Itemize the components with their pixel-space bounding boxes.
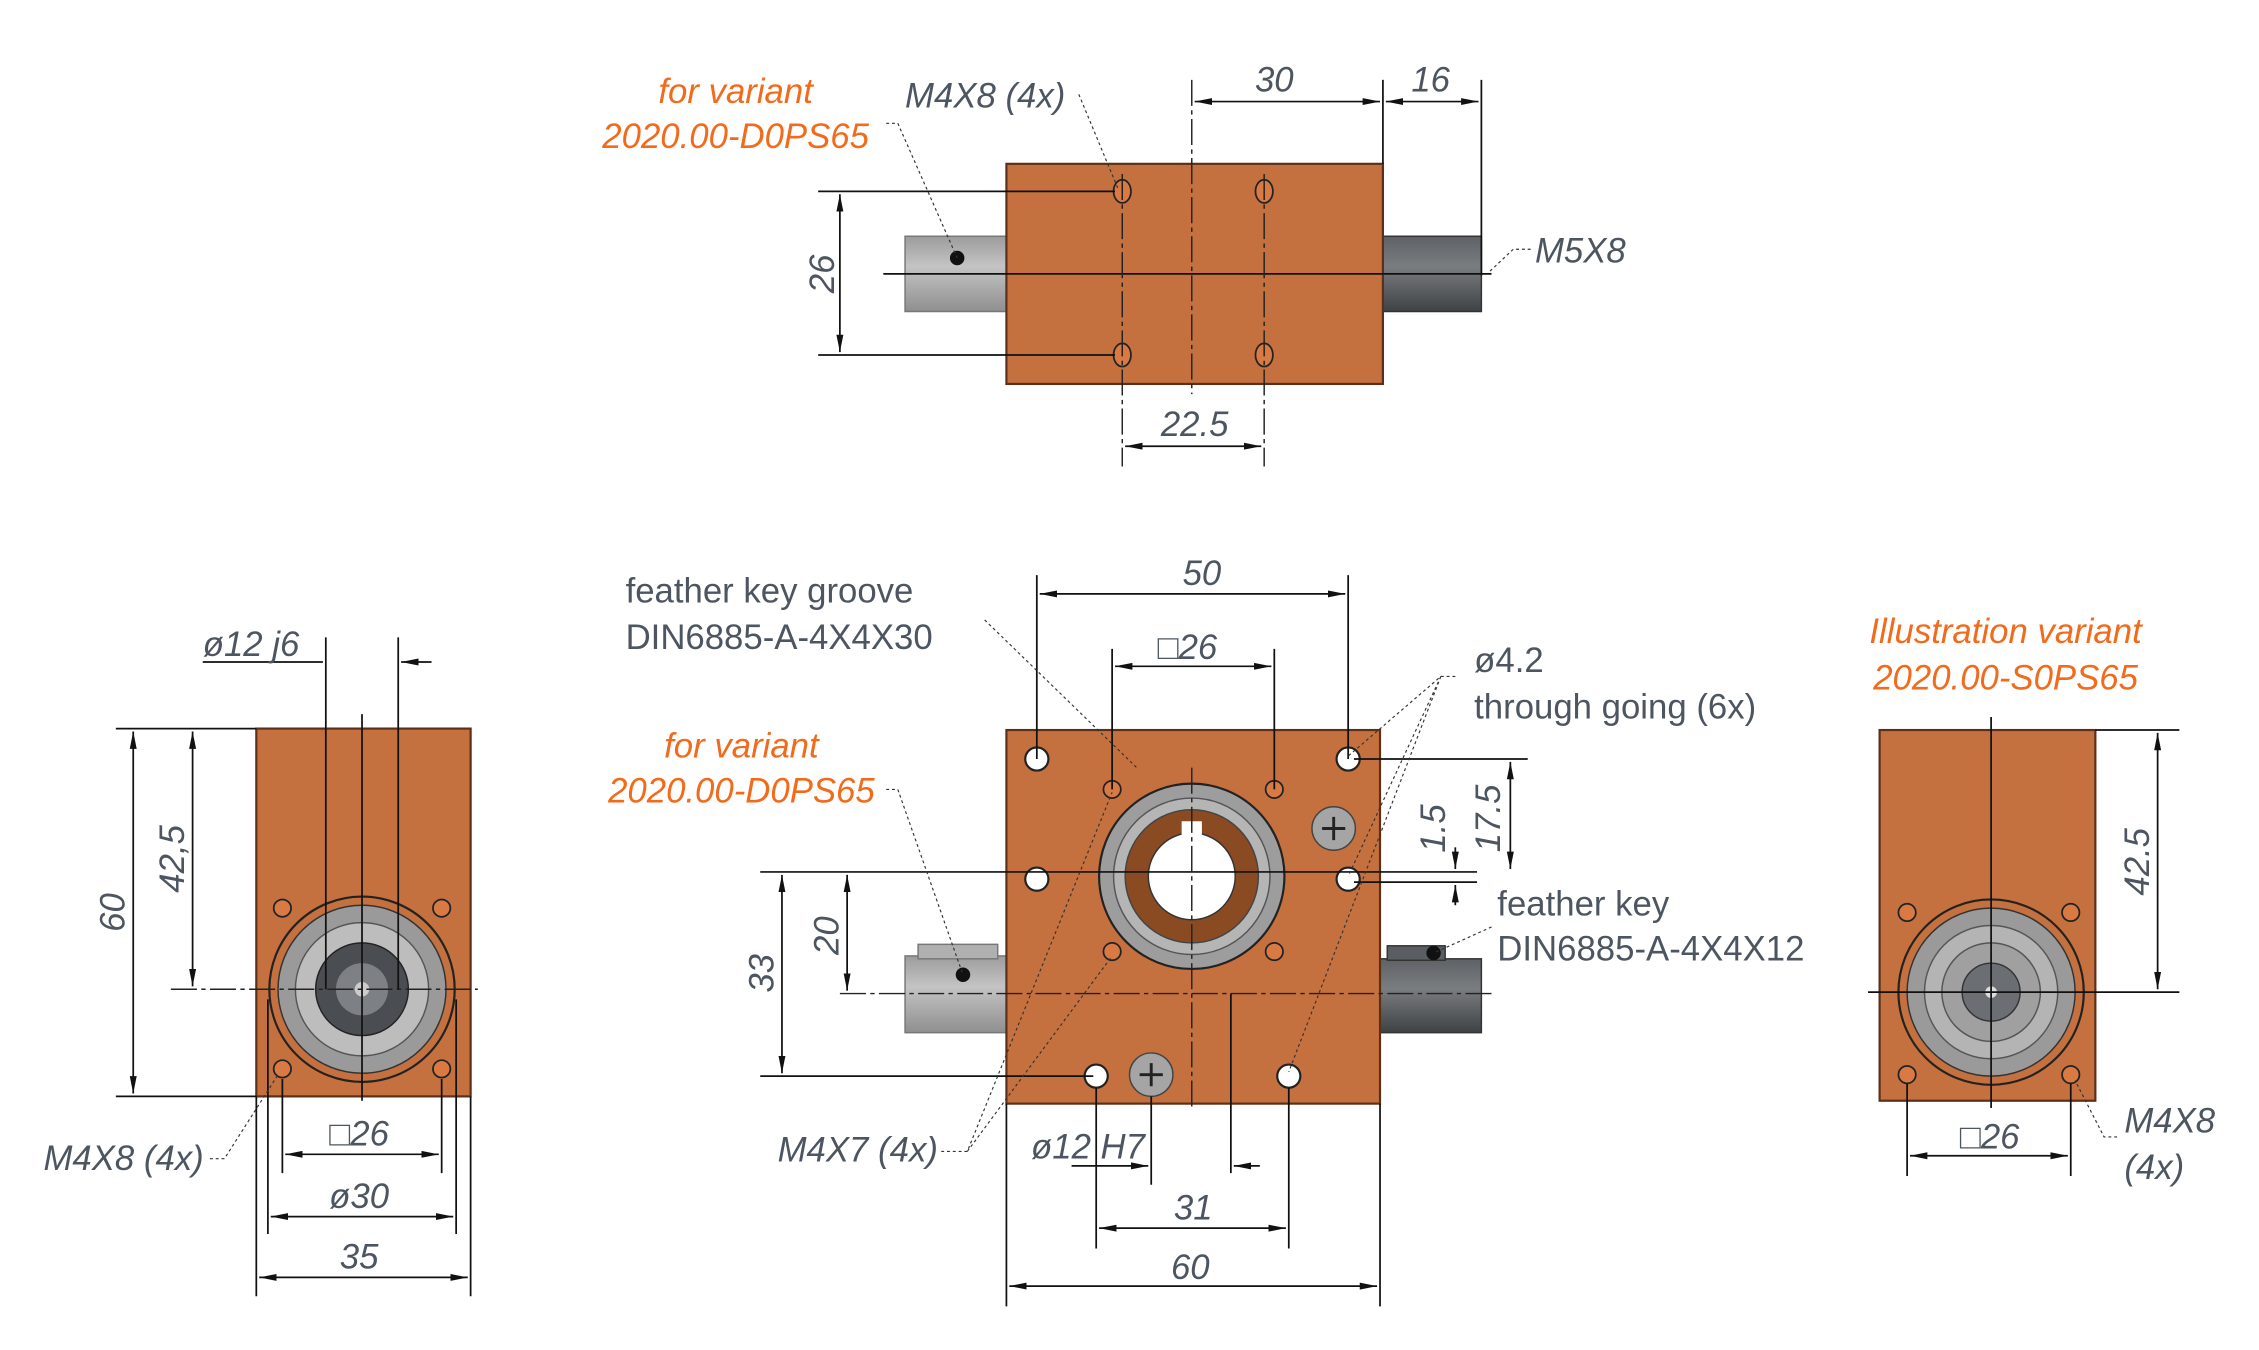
bore-fit-label: ø12 H7 <box>1031 1129 1147 1167</box>
dim-square-26: □26 <box>329 1116 389 1154</box>
variant-label: for variant <box>658 73 814 111</box>
dim-square-26: □26 <box>1960 1119 2020 1157</box>
hole-dia-label: ø4.2 <box>1474 642 1544 680</box>
dim-42-5: 42.5 <box>2119 827 2157 895</box>
key-spec: DIN6885-A-4X4X12 <box>1497 930 1804 968</box>
thread-label: M4X8 <box>2124 1103 2215 1141</box>
mounting-holes <box>272 898 452 1079</box>
output-shaft <box>1376 958 1483 1034</box>
dim-35: 35 <box>340 1239 379 1277</box>
dim-42-5: 42,5 <box>154 824 192 892</box>
dim-22-5: 22.5 <box>1160 406 1229 444</box>
dim-20: 20 <box>808 916 846 956</box>
variant-code: 2020.00-D0PS65 <box>607 772 875 810</box>
thread-label: M4X8 (4x) <box>43 1140 203 1178</box>
screw-icon <box>1128 806 1357 1098</box>
dim-60: 60 <box>1171 1249 1210 1287</box>
dim-30: 30 <box>1255 61 1294 99</box>
shaft-mark <box>949 250 965 266</box>
variant-label: Illustration variant <box>1869 613 2143 651</box>
feather-key <box>917 943 999 960</box>
variant-code: 2020.00-S0PS65 <box>1872 659 2138 697</box>
threaded-holes <box>1102 779 1284 962</box>
thread-label: M4X8 (4x) <box>905 77 1065 115</box>
dim-square-26: □26 <box>1158 629 1218 667</box>
dim-31: 31 <box>1174 1189 1213 1227</box>
front-view: feather key groove DIN6885-A-4X4X30 ø4.2… <box>607 555 1804 1307</box>
dim-1-5: 1.5 <box>1415 804 1453 853</box>
left-view: ø12 j6 60 42,5 □26 ø30 35 M4X8 (4x) <box>43 626 478 1297</box>
shaft-thread-label: M5X8 <box>1535 232 1626 270</box>
mounting-holes <box>1897 902 2081 1085</box>
dim-33: 33 <box>743 953 781 992</box>
thread-label: M4X7 (4x) <box>778 1132 938 1170</box>
shaft-fit-label: ø12 j6 <box>203 626 300 664</box>
input-shaft <box>904 955 1011 1034</box>
variant-label: for variant <box>664 728 820 766</box>
dim-50: 50 <box>1183 555 1222 593</box>
right-view: Illustration variant 2020.00-S0PS65 42.5… <box>1868 613 2216 1187</box>
groove-spec: DIN6885-A-4X4X30 <box>626 619 933 657</box>
key-label: feather key <box>1497 885 1670 923</box>
hole-desc-label: through going (6x) <box>1474 688 1756 726</box>
dim-17-5: 17.5 <box>1470 784 1508 852</box>
dim-16: 16 <box>1411 61 1450 99</box>
through-holes <box>1024 746 1361 1089</box>
dim-60: 60 <box>95 892 133 931</box>
thread-count: (4x) <box>2124 1149 2184 1187</box>
dim-26: 26 <box>804 254 842 294</box>
dim-dia-30: ø30 <box>329 1178 390 1216</box>
variant-code: 2020.00-D0PS65 <box>601 118 869 156</box>
top-view: 30 16 26 22.5 for variant 2020.00-D0PS65… <box>601 61 1626 467</box>
groove-label: feather key groove <box>626 573 914 611</box>
